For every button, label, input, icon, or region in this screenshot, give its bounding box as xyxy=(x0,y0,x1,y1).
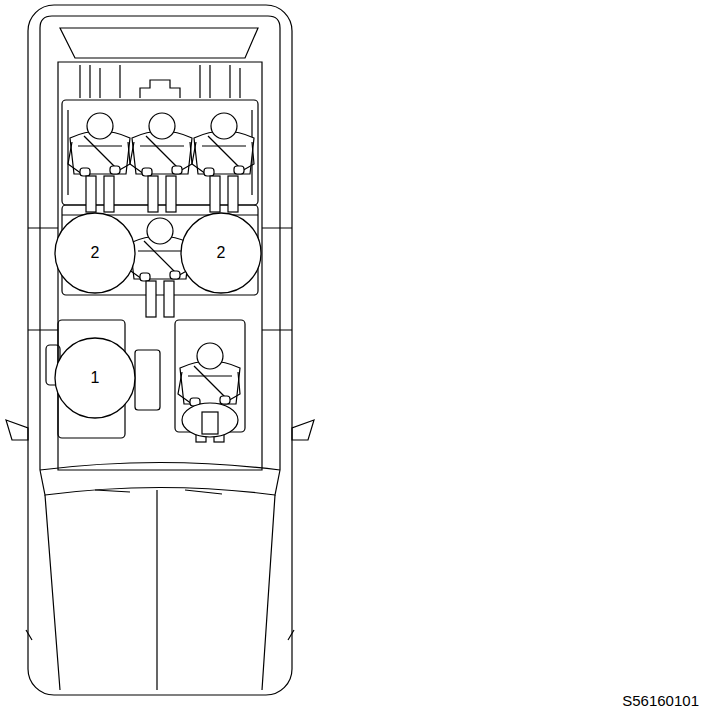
cargo-area xyxy=(80,65,240,98)
figure-code: S56160101 xyxy=(622,692,699,709)
callout-number: 2 xyxy=(217,244,226,262)
callout-number: 1 xyxy=(91,369,100,387)
steering-wheel xyxy=(182,403,238,437)
seat-callout-circle: 1 xyxy=(54,337,136,419)
seat-callout-circle: 2 xyxy=(54,212,136,294)
seat-callout-circle: 2 xyxy=(180,212,262,294)
callout-number: 2 xyxy=(91,244,100,262)
vehicle-body xyxy=(6,5,314,695)
